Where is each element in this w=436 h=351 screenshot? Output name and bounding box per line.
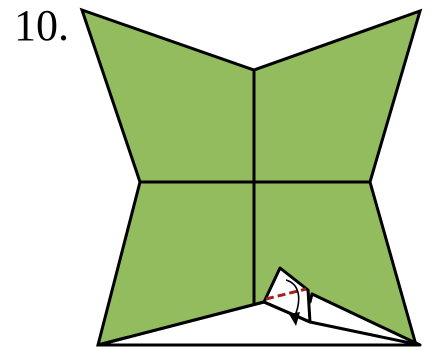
green-paper-star: [79, 7, 423, 347]
flap-inner-edge: [263, 300, 311, 324]
fold-arrowhead-icon: [289, 312, 300, 326]
flap-outer-edge: [309, 320, 421, 347]
valley-fold-line: [265, 287, 307, 301]
flap-lower-edge: [97, 300, 265, 347]
step-number: 10.: [14, 1, 69, 50]
